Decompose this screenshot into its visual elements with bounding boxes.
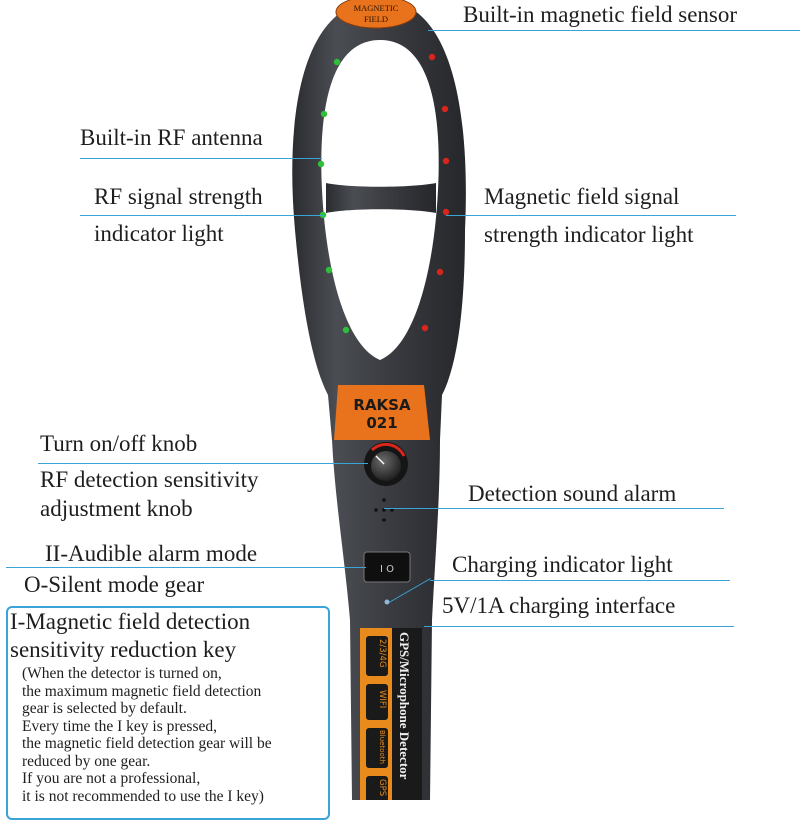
rf-indicator-leds <box>317 58 350 334</box>
label-magnetic-sensor: Built-in magnetic field sensor <box>463 2 738 27</box>
label-charging-light: Charging indicator light <box>452 552 673 577</box>
charging-led <box>384 599 390 605</box>
svg-text:Bluetooth: Bluetooth <box>378 730 386 764</box>
label-audible-mode: II-Audible alarm mode <box>45 541 258 566</box>
line-rf-signal <box>80 215 324 216</box>
label-mag-signal-1: Magnetic field signal <box>484 184 680 209</box>
label-rf-signal-2: indicator light <box>94 221 224 246</box>
svg-text:2/3/4G: 2/3/4G <box>377 639 387 668</box>
line-charging-port <box>424 626 734 627</box>
note-line: the maximum magnetic field detection <box>22 682 262 700</box>
line-rf-antenna <box>80 158 322 159</box>
detector-device: MAGNETIC FIELD RAKSA 021 I O <box>292 0 466 800</box>
label-charging-port: 5V/1A charging interface <box>442 593 676 618</box>
magnetic-indicator-leds <box>421 53 450 332</box>
label-rf-antenna: Built-in RF antenna <box>80 125 263 150</box>
label-rf-sensitivity-2: adjustment knob <box>40 496 193 521</box>
badge-text-2: FIELD <box>364 14 388 24</box>
i-key-note-title: I-Magnetic field detection sensitivity r… <box>10 608 250 664</box>
note-line: it is not recommended to use the I key) <box>22 787 264 805</box>
label-rf-signal-1: RF signal strength <box>94 184 263 209</box>
label-silent-mode: O-Silent mode gear <box>24 572 205 597</box>
svg-text:GPS: GPS <box>377 779 387 796</box>
label-sound-alarm: Detection sound alarm <box>468 481 677 506</box>
feature-tags: 2/3/4G WIFI Bluetooth GPS <box>366 636 388 800</box>
badge-text-1: MAGNETIC <box>354 3 399 13</box>
i-key-note-body: (When the detector is turned on, the max… <box>22 665 322 805</box>
side-text: GPS/Microphone Detector <box>397 632 412 780</box>
alarm-speaker <box>374 498 394 522</box>
head-crossbar <box>326 183 436 213</box>
note-line: the magnetic field detection gear will b… <box>22 735 272 752</box>
note-title-line-2: sensitivity reduction key <box>10 637 237 662</box>
note-line: (When the detector is turned on, <box>22 665 222 682</box>
model-text: 021 <box>366 414 397 432</box>
note-title-line-1: I-Magnetic field detection <box>10 609 251 634</box>
line-magnetic-sensor <box>428 30 800 31</box>
brand-text: RAKSA <box>353 396 411 414</box>
note-line: gear is selected by default. <box>22 700 187 717</box>
line-charging-light <box>430 580 730 581</box>
label-rf-sensitivity-1: RF detection sensitivity <box>40 467 259 492</box>
label-mag-signal-2: strength indicator light <box>484 222 694 247</box>
svg-text:WIFI: WIFI <box>377 690 387 708</box>
note-line: reduced by one gear. <box>22 752 151 770</box>
line-onoff <box>38 463 368 464</box>
label-onoff-knob: Turn on/off knob <box>40 431 198 456</box>
note-line: Every time the I key is pressed, <box>22 717 217 735</box>
note-line: If you are not a professional, <box>22 770 201 787</box>
line-audible-mode <box>6 567 366 568</box>
brand-plate <box>334 385 430 440</box>
line-sound-alarm <box>384 508 724 509</box>
magnetic-field-badge <box>335 0 417 29</box>
svg-text:I O: I O <box>380 564 394 575</box>
line-mag-signal <box>446 215 736 216</box>
